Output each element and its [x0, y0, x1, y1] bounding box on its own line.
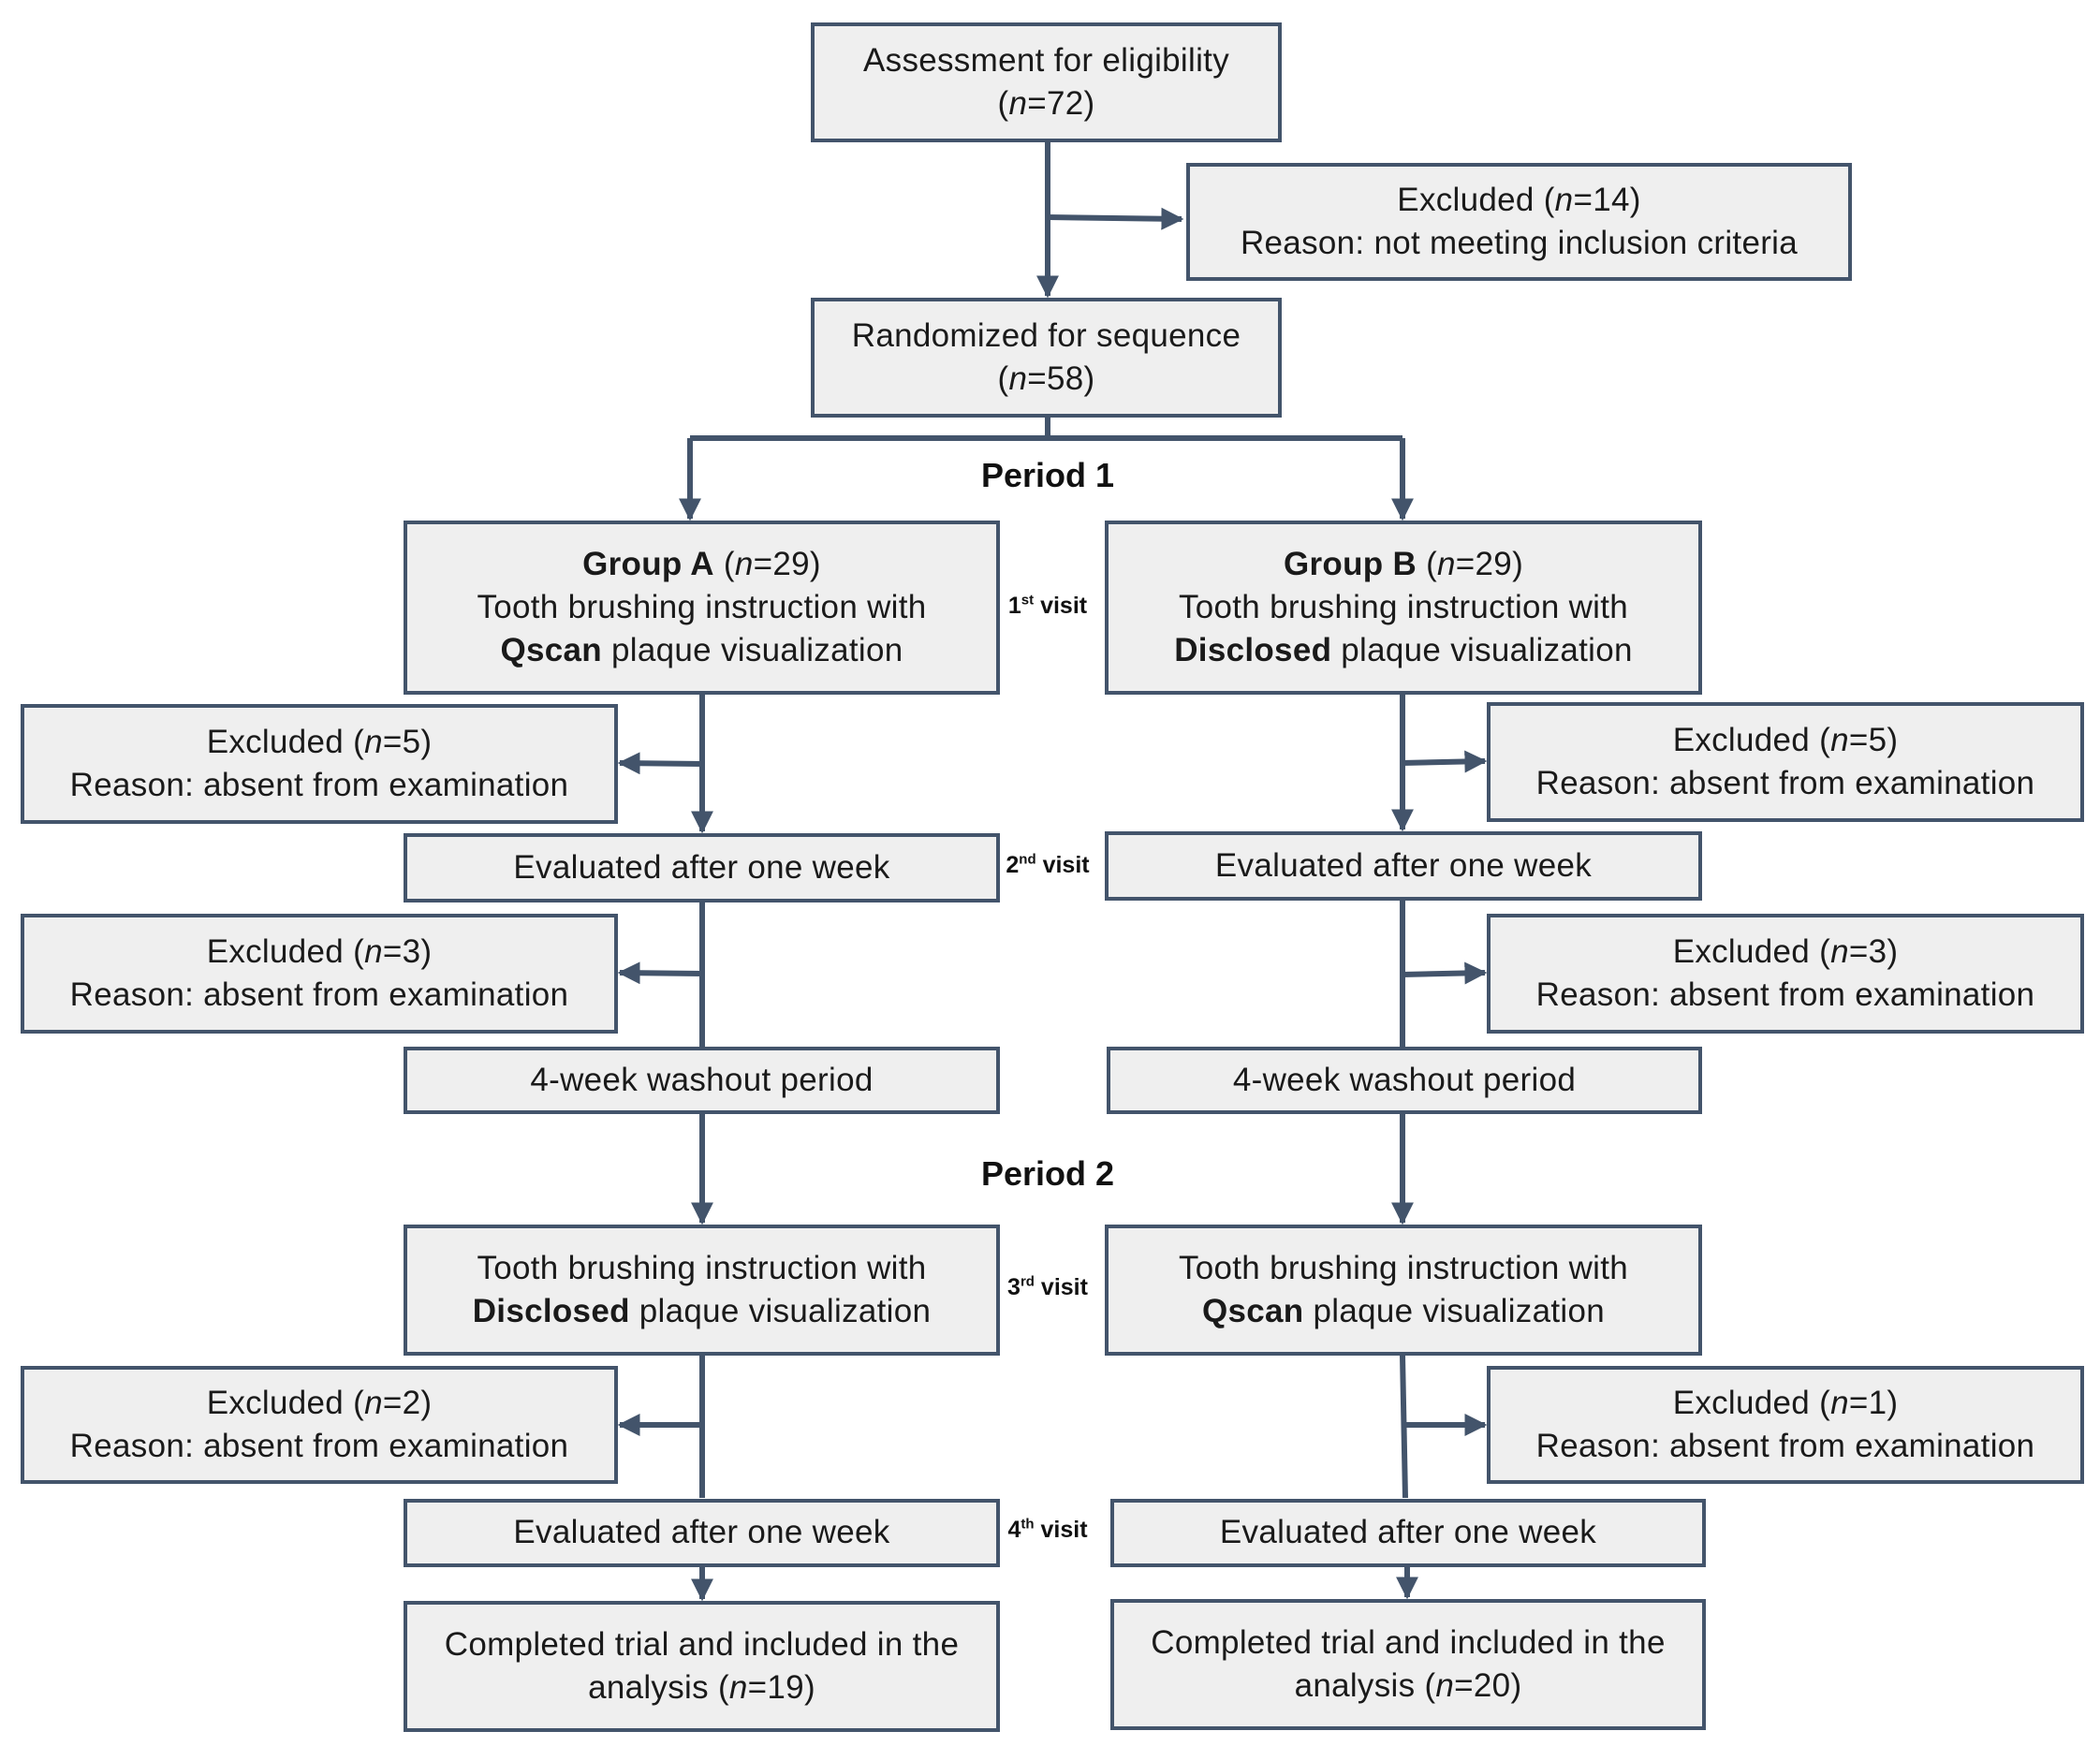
group-b-eval-1-box: Evaluated after one week: [1105, 831, 1702, 901]
group-a-washout-box: 4-week washout period: [404, 1047, 1000, 1114]
group-a-washout-text: 4-week washout period: [530, 1061, 874, 1098]
group-a-excluded-1-reason: Reason: absent from examination: [69, 767, 569, 803]
excluded-main-n: 14: [1593, 181, 1630, 218]
group-a-instruction: Tooth brushing instruction with: [477, 588, 927, 625]
arrow-to-excluded-main: [1047, 207, 1184, 230]
arrow-b-excluded1: [1402, 750, 1488, 773]
group-a-box: Group A (n=29) Tooth brushing instructio…: [404, 521, 1000, 695]
randomized-box: Randomized for sequence (n=58): [811, 298, 1282, 418]
group-b-excluded-1-box: Excluded (n=5) Reason: absent from exami…: [1487, 702, 2084, 822]
period-2-label: Period 2: [980, 1154, 1115, 1193]
group-b-box: Group B (n=29) Tooth brushing instructio…: [1105, 521, 1702, 695]
arrow-a-excluded2: [617, 961, 703, 985]
group-b-washout-box: 4-week washout period: [1107, 1047, 1702, 1114]
group-a-excluded-3-n: 2: [402, 1384, 421, 1421]
group-b-excluded-2-reason: Reason: absent from examination: [1535, 976, 2035, 1013]
group-a-excluded-3-reason: Reason: absent from examination: [69, 1428, 569, 1464]
group-a-excluded-2-box: Excluded (n=3) Reason: absent from exami…: [21, 914, 618, 1034]
group-a-completed-text: Completed trial and included in the: [444, 1625, 960, 1663]
group-b-method: Disclosed: [1174, 632, 1332, 669]
group-b-eval-2-box: Evaluated after one week: [1110, 1499, 1706, 1567]
group-b-excluded-1-reason: Reason: absent from examination: [1535, 765, 2035, 801]
group-a-completed-n: 19: [767, 1669, 804, 1706]
group-a-eval-2-text: Evaluated after one week: [513, 1514, 890, 1551]
arrow-a-excluded1: [617, 752, 703, 775]
group-a-eval-1-box: Evaluated after one week: [404, 833, 1000, 902]
group-b-completed-n: 20: [1473, 1667, 1511, 1704]
group-a-excluded-1-n: 5: [402, 723, 421, 760]
group-a-name: Group A: [582, 545, 714, 582]
group-a-period2-box: Tooth brushing instruction with Disclose…: [404, 1225, 1000, 1356]
assessment-title: Assessment for eligibility: [863, 41, 1229, 79]
group-b-excluded-3-n: 1: [1868, 1384, 1887, 1421]
visit-4-label: 4th visit: [1007, 1516, 1088, 1543]
excluded-main-reason: Reason: not meeting inclusion criteria: [1240, 225, 1799, 261]
group-a-excluded-2-reason: Reason: absent from examination: [69, 976, 569, 1013]
group-a-excluded-2-n: 3: [402, 932, 421, 970]
group-b-instruction: Tooth brushing instruction with: [1178, 588, 1629, 625]
group-b-excluded-3-reason: Reason: absent from examination: [1535, 1428, 2035, 1464]
group-b-period2-instruction: Tooth brushing instruction with: [1178, 1249, 1629, 1286]
group-a-eval-1-text: Evaluated after one week: [513, 848, 890, 886]
group-b-excluded-3-box: Excluded (n=1) Reason: absent from exami…: [1487, 1366, 2084, 1484]
randomized-n: 58: [1046, 360, 1084, 397]
group-a-completed-box: Completed trial and included in the anal…: [404, 1601, 1000, 1732]
excluded-main-label: Excluded: [1397, 181, 1535, 218]
group-a-excluded-1-box: Excluded (n=5) Reason: absent from exami…: [21, 704, 618, 824]
period-1-label: Period 1: [980, 456, 1115, 494]
group-b-excluded-2-n: 3: [1868, 932, 1887, 970]
group-b-completed-box: Completed trial and included in the anal…: [1110, 1599, 1706, 1730]
arrow-b-excluded2: [1402, 961, 1488, 985]
randomized-title: Randomized for sequence: [851, 316, 1241, 354]
group-b-excluded-2-box: Excluded (n=3) Reason: absent from exami…: [1487, 914, 2084, 1034]
group-b-completed-text: Completed trial and included in the: [1151, 1623, 1666, 1661]
group-a-method: Qscan: [500, 632, 602, 669]
excluded-main-box: Excluded (n=14) Reason: not meeting incl…: [1186, 163, 1852, 281]
group-b-eval-1-text: Evaluated after one week: [1214, 846, 1593, 884]
group-b-eval-2-text: Evaluated after one week: [1219, 1514, 1597, 1551]
group-a-period2-method: Disclosed: [472, 1293, 630, 1329]
group-b-n: 29: [1475, 545, 1513, 582]
visit-1-label: 1st visit: [1007, 592, 1088, 619]
group-a-period2-instruction: Tooth brushing instruction with: [477, 1249, 927, 1286]
visit-2-label: 2nd visit: [1006, 851, 1090, 878]
assessment-box: Assessment for eligibility (n=72): [811, 22, 1282, 142]
visit-3-label: 3rd visit: [1007, 1273, 1088, 1300]
group-a-n: 29: [772, 545, 810, 582]
group-b-name: Group B: [1283, 545, 1417, 582]
line-b-p2-to-eval2: [1400, 1355, 1408, 1499]
assessment-n: 72: [1046, 85, 1084, 122]
group-b-excluded-1-n: 5: [1868, 721, 1887, 758]
group-b-period2-method: Qscan: [1201, 1293, 1304, 1329]
group-b-washout-text: 4-week washout period: [1232, 1061, 1577, 1098]
group-b-period2-box: Tooth brushing instruction with Qscan pl…: [1105, 1225, 1702, 1356]
group-a-eval-2-box: Evaluated after one week: [404, 1499, 1000, 1567]
group-a-excluded-3-box: Excluded (n=2) Reason: absent from exami…: [21, 1366, 618, 1484]
